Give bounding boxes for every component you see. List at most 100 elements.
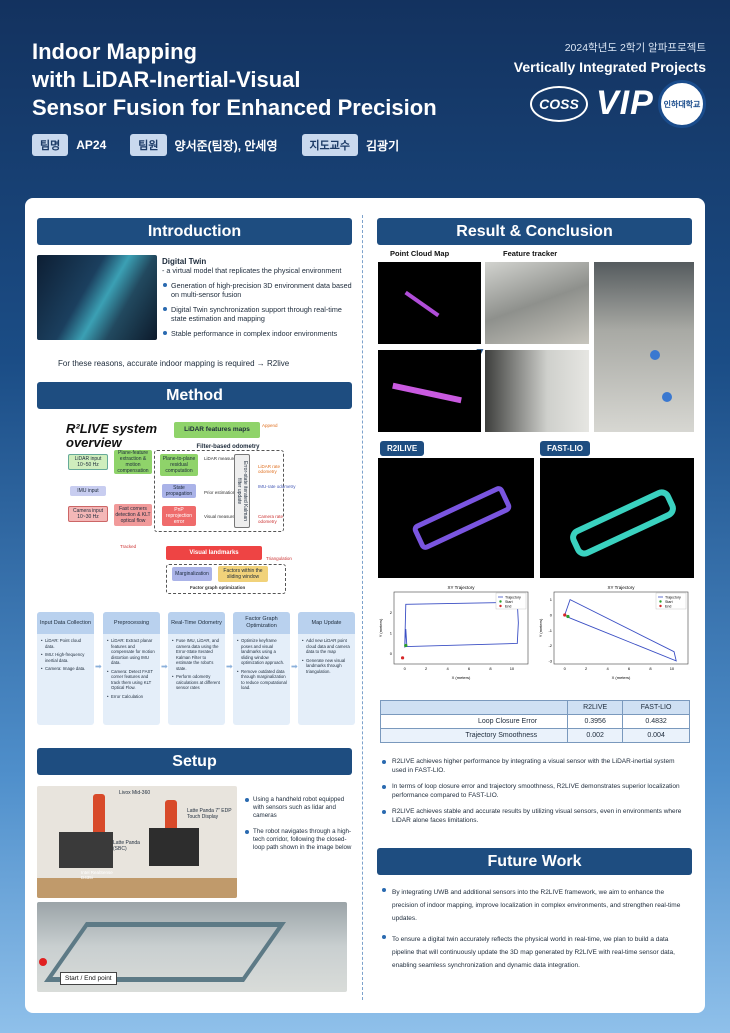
legend-entry: Start <box>665 600 673 604</box>
table-header: FAST-LIO <box>622 700 690 715</box>
robot-label: Latte Panda 7" EDP Touch Display <box>187 808 232 820</box>
prior-est-label: Prior estimation <box>204 490 236 495</box>
camera-rate-label: Camera rate odometry <box>258 514 284 524</box>
x-axis-label: X (meters) <box>612 675 631 680</box>
table-surface <box>37 878 237 898</box>
flow-item: Camera: Detect FAST corner features and … <box>107 669 157 691</box>
marker-icon <box>650 350 660 360</box>
flow-step: Real-Time Odometry Fuse IMU, LiDAR, and … <box>168 612 225 725</box>
metric-cell: Loop Closure Error <box>379 714 569 729</box>
results-table: R2LIVE FAST-LIO Loop Closure Error 0.395… <box>379 700 690 743</box>
flow-step-head: Factor Graph Optimization <box>233 612 290 634</box>
x-tick-label: 10 <box>510 666 515 671</box>
result-bullet: R2LIVE achieves higher performance by in… <box>380 758 690 775</box>
robot-label: Intel RealSense D435i <box>81 870 113 880</box>
flow-step: Preprocessing LiDAR: Extract planar feat… <box>103 612 160 725</box>
lidar-meas-label: LiDAR measurement <box>204 456 246 461</box>
flow-item: Remove outdated data through marginaliza… <box>237 669 287 691</box>
y-tick-label: 0 <box>550 612 553 617</box>
state-prop-box: State propagation <box>162 484 196 498</box>
y-tick-label: 2 <box>390 610 393 615</box>
filter-odom-frame <box>154 450 284 532</box>
end-point <box>400 656 405 660</box>
result-heading: Result & Conclusion <box>377 218 692 245</box>
flow-item: Generate new visual landmarks through tr… <box>302 658 352 675</box>
x-tick-label: 0 <box>564 666 567 671</box>
point-cloud-label: Point Cloud Map <box>390 249 450 258</box>
flow-step: Map Update Add new LiDAR point cloud dat… <box>298 612 355 725</box>
flow-arrow-icon: ➡ <box>291 662 298 671</box>
university-seal: 인하대학교 <box>658 80 706 128</box>
intro-definition: - a virtual model that replicates the ph… <box>162 266 342 275</box>
table-header-row: R2LIVE FAST-LIO <box>379 700 690 715</box>
x-tick-label: 2 <box>425 666 428 671</box>
marker-icon <box>662 392 672 402</box>
intro-term: Digital Twin <box>162 257 207 266</box>
result-bullets: R2LIVE achieves higher performance by in… <box>380 758 690 833</box>
start-end-label: Start / End point <box>60 972 117 985</box>
cloud-path <box>404 290 440 318</box>
cloud-path <box>392 382 462 404</box>
ekf-box: Error-state iterated Kalman filter updat… <box>234 454 250 528</box>
table-header <box>379 700 569 715</box>
factors-box: Factors within the sliding window <box>218 566 268 582</box>
feature-tracker-image <box>485 262 589 344</box>
value-cell: 0.3956 <box>567 714 624 729</box>
imu-input-box: IMU input <box>70 486 106 496</box>
method-heading: Method <box>37 382 352 409</box>
visual-meas-label: Visual measurement <box>204 514 245 519</box>
x-tick-label: 10 <box>670 666 675 671</box>
y-tick-label: -2 <box>548 643 552 648</box>
r2live-tag: R2ILIVE <box>380 441 425 456</box>
visual-landmarks-box: Visual landmarks <box>166 546 262 560</box>
poster-title: Indoor Mapping with LiDAR-Inertial-Visua… <box>32 38 502 122</box>
chart-title: XY Trajectory <box>608 585 636 590</box>
vip-logo: VIP <box>596 84 654 122</box>
intro-bullet: Stable performance in complex indoor env… <box>162 329 354 338</box>
table-row: Trajectory Smoothness 0.002 0.004 <box>379 728 690 743</box>
plane-feature-box: Plane-feature extraction & motion compen… <box>114 450 152 474</box>
diagram-heading: R²LIVE system overview <box>66 422 157 450</box>
legend-swatch <box>659 600 662 603</box>
flow-step: Factor Graph Optimization Optimize keyfr… <box>233 612 290 725</box>
start-point-marker <box>39 958 47 966</box>
fastlio-map-image <box>540 458 694 578</box>
team-info: 팀명 AP24 팀원 양서준(팀장), 안세영 지도교수 김광기 <box>32 134 415 156</box>
robot-label: Latte Panda (SBC) <box>113 840 140 852</box>
tracked-label: Tracked <box>120 544 137 549</box>
factor-graph-frame <box>166 564 286 594</box>
robot-label: Livox Mid-360 <box>119 790 151 796</box>
legend-box <box>495 592 527 610</box>
future-bullet: To ensure a digital twin accurately refl… <box>380 933 690 972</box>
legend-box <box>655 592 687 610</box>
y-tick-label: 1 <box>550 597 553 602</box>
x-tick-label: 4 <box>606 666 609 671</box>
y-tick-label: 1 <box>390 631 393 636</box>
setup-heading: Setup <box>37 748 352 775</box>
digital-twin-image <box>37 255 157 340</box>
append-label: Append <box>262 423 278 428</box>
future-bullets: By integrating UWB and additional sensor… <box>380 886 690 980</box>
members-value: 양서준(팀장), 안세영 <box>174 138 278 153</box>
x-tick-label: 0 <box>404 666 407 671</box>
title-line-2: with LiDAR-Inertial-Visual <box>32 67 301 92</box>
triangulation-label: Triangulation <box>266 556 292 561</box>
coss-logo: COSS <box>530 86 588 122</box>
robot-body <box>149 828 199 866</box>
advisor-value: 김광기 <box>366 138 400 153</box>
program-year: 2024학년도 2학기 알파프로젝트 <box>564 42 706 54</box>
flow-step-head: Real-Time Odometry <box>168 612 225 634</box>
robot-body <box>59 832 113 868</box>
value-cell: 0.004 <box>622 728 690 743</box>
flow-arrow-icon: ➡ <box>161 662 168 671</box>
advisor-label: 지도교수 <box>301 134 358 156</box>
y-tick-label: -3 <box>548 658 552 663</box>
feature-tracker-label: Feature tracker <box>503 249 558 258</box>
flow-item: LiDAR: Extract planar features and compe… <box>107 638 157 666</box>
setup-bullets: Using a handheld robot equipped with sen… <box>244 796 354 860</box>
flow-item: Camera: Image data. <box>41 666 91 672</box>
team-value: AP24 <box>76 138 107 152</box>
setup-bullet: Using a handheld robot equipped with sen… <box>244 796 354 820</box>
flow-step-head: Map Update <box>298 612 355 634</box>
